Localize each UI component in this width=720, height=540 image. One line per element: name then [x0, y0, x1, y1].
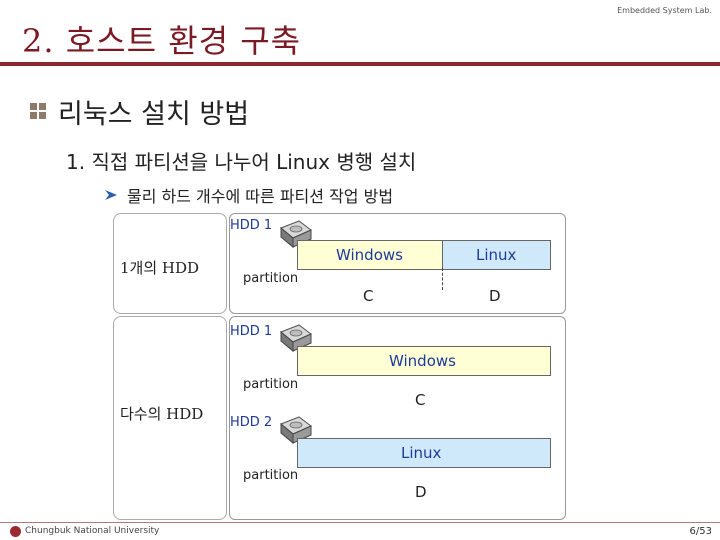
linux-label: Linux — [476, 246, 517, 264]
slide-title: 2. 호스트 환경 구축 — [22, 22, 302, 60]
windows-partition-bar — [297, 346, 551, 376]
drive-c-label: C — [363, 287, 374, 305]
linux-partition-bar — [297, 438, 551, 468]
multi-hdd-label: 다수의 HDD — [120, 405, 204, 423]
lab-name: Embedded System Lab. — [617, 6, 712, 15]
hdd1-label: HDD 1 — [230, 324, 273, 339]
heading-level3: 물리 하드 개수에 따른 파티션 작업 방법 — [127, 187, 394, 206]
partition-divider — [442, 268, 443, 290]
hard-disk-icon — [280, 220, 312, 249]
partition-label: partition — [243, 468, 299, 483]
linux-label: Linux — [401, 444, 442, 462]
page-number: 6/53 — [689, 526, 712, 537]
single-hdd-box: 1개의 HDD — [113, 213, 227, 314]
hdd2-label: HDD 2 — [230, 415, 273, 430]
hard-disk-icon — [280, 324, 312, 353]
drive-c-label: C — [415, 391, 426, 409]
single-hdd-label: 1개의 HDD — [120, 259, 200, 277]
drive-d-label: D — [415, 483, 427, 501]
drive-d-label: D — [489, 287, 501, 305]
heading-level1: 리눅스 설치 방법 — [58, 99, 250, 130]
title-rule — [0, 62, 720, 66]
heading-level2: 1. 직접 파티션을 나누어 Linux 병행 설치 — [66, 150, 417, 174]
windows-label: Windows — [389, 352, 456, 370]
multi-hdd-box: 다수의 HDD — [113, 316, 227, 520]
partition-label: partition — [243, 271, 299, 286]
footer-rule — [0, 522, 720, 523]
arrow-bullet-icon — [105, 190, 117, 200]
square-bullet-icon — [30, 103, 46, 119]
university-logo-icon — [10, 526, 21, 537]
partition-label: partition — [243, 377, 299, 392]
linux-partition-bar — [442, 240, 551, 270]
windows-label: Windows — [336, 246, 403, 264]
windows-partition-bar — [297, 240, 444, 270]
hdd1-label: HDD 1 — [230, 218, 273, 233]
university-name: Chungbuk National University — [25, 526, 160, 536]
